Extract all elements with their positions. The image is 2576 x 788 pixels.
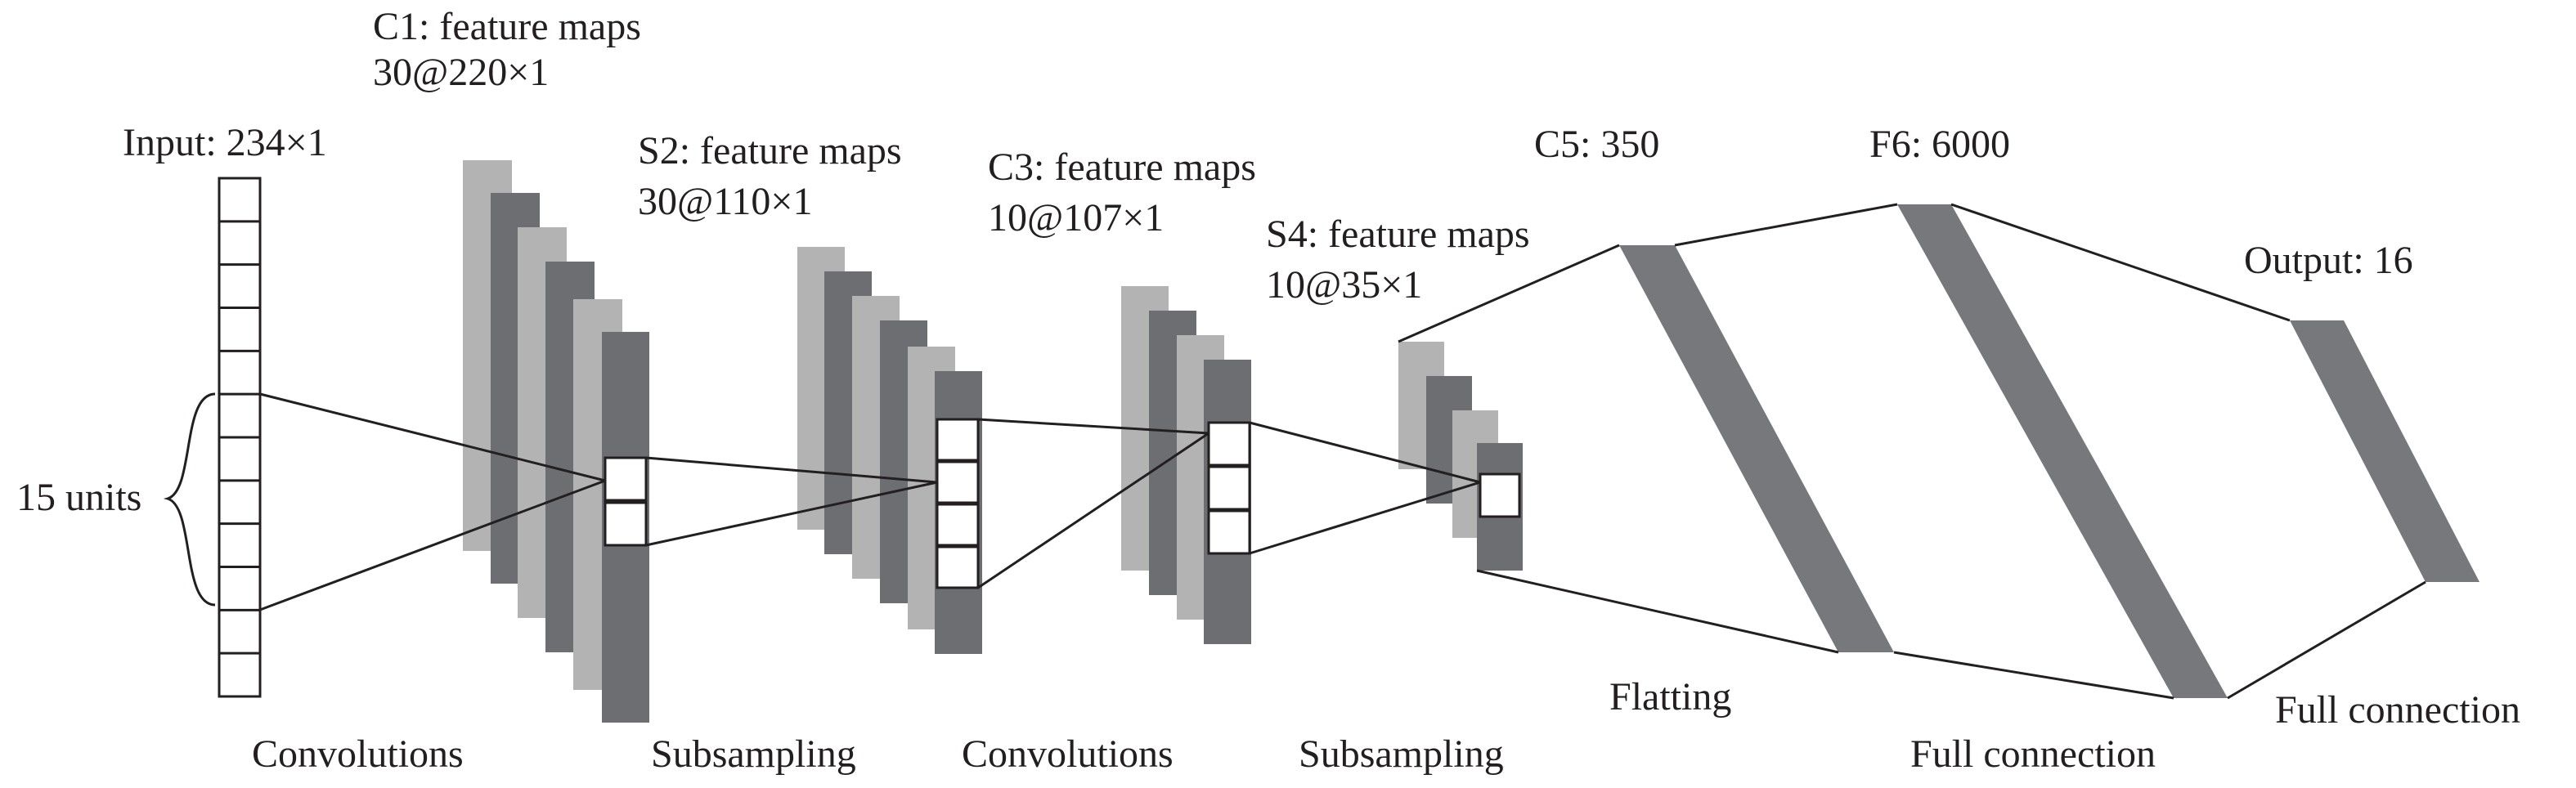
s4-label-title: S4: feature maps: [1266, 213, 1530, 256]
s2-label-size: 30@110×1: [638, 180, 813, 223]
c1-label-title: C1: feature maps: [373, 5, 641, 48]
connection-lines: [259, 203, 2426, 700]
c1-label-size: 30@220×1: [373, 51, 549, 94]
s4-receptive-box: [1479, 472, 1521, 518]
s4-feature-maps: [1398, 342, 1523, 571]
units-label: 15 units: [16, 476, 141, 519]
input-layer: [218, 177, 262, 698]
sub2-label: Subsampling: [1299, 732, 1504, 776]
flatten-label: Flatting: [1609, 675, 1731, 719]
s2-label-title: S2: feature maps: [638, 129, 902, 172]
layer-labels: Input: 234×1 C1: feature maps 30@220×1 S…: [16, 5, 2413, 519]
c5-layer: [1619, 245, 1894, 652]
c3-receptive-box: [1207, 421, 1251, 555]
input-label: Input: 234×1: [123, 121, 327, 164]
output-label: Output: 16: [2244, 239, 2413, 282]
sub1-label: Subsampling: [651, 732, 856, 776]
full1-label: Full connection: [1910, 732, 2156, 776]
f6-layer: [1897, 204, 2228, 698]
units-brace: [163, 392, 216, 607]
conv1-label: Convolutions: [252, 732, 464, 776]
c3-label-title: C3: feature maps: [988, 146, 1256, 189]
c1-feature-maps: [463, 160, 649, 723]
c5-label: C5: 350: [1534, 123, 1659, 166]
conv2-label: Convolutions: [962, 732, 1174, 776]
output-layer: [2290, 320, 2480, 582]
f6-label: F6: 6000: [1869, 123, 2010, 166]
c3-label-size: 10@107×1: [988, 196, 1164, 240]
operation-labels: Convolutions Subsampling Convolutions Su…: [252, 675, 2520, 776]
c1-receptive-box: [604, 456, 648, 547]
full2-label: Full connection: [2275, 688, 2520, 732]
s2-receptive-box: [936, 418, 980, 589]
input-cells: [219, 220, 260, 655]
s4-label-size: 10@35×1: [1266, 263, 1422, 307]
